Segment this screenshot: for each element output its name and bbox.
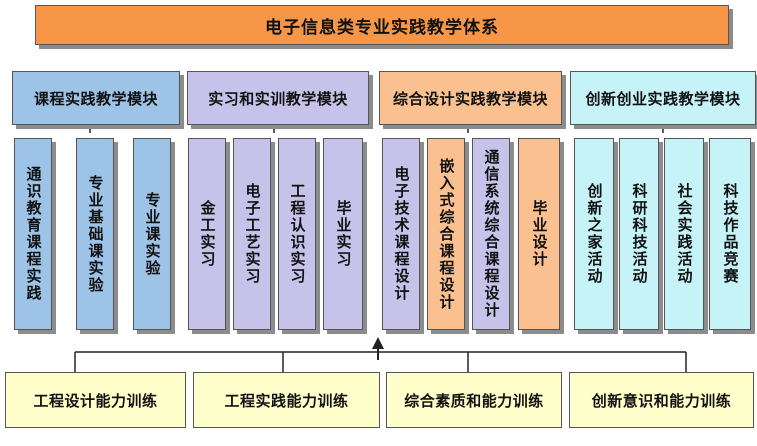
item-label: 通识教育课程实践 — [24, 166, 43, 302]
item-box: 通信系统综合课程设计 — [472, 138, 510, 330]
category-internship-training: 实习和实训教学模块 — [187, 71, 369, 125]
item-label: 毕业实习 — [334, 200, 353, 268]
item-label: 电子工艺实习 — [243, 183, 262, 285]
training-label: 综合素质和能力训练 — [404, 391, 544, 410]
item-label: 通信系统综合课程设计 — [482, 149, 501, 319]
item-box: 通识教育课程实践 — [14, 138, 52, 330]
training-box: 综合素质和能力训练 — [386, 372, 562, 428]
item-box: 毕业实习 — [323, 138, 363, 330]
category-label: 创新创业实践教学模块 — [585, 89, 741, 108]
training-label: 工程实践能力训练 — [224, 391, 349, 410]
item-label: 专业基础课实验 — [86, 174, 105, 294]
item-label: 科研科技活动 — [630, 183, 649, 285]
item-box: 专业课实验 — [133, 138, 171, 330]
item-box: 社会实践活动 — [664, 138, 704, 330]
system-title: 电子信息类专业实践教学体系 — [35, 5, 729, 45]
item-label: 嵌入式综合课程设计 — [437, 157, 456, 311]
training-box: 创新意识和能力训练 — [569, 372, 754, 428]
item-box: 科技作品竞赛 — [709, 138, 751, 330]
category-label: 课程实践教学模块 — [33, 89, 158, 108]
item-label: 专业课实验 — [143, 191, 162, 277]
item-box: 毕业设计 — [518, 138, 560, 330]
training-box: 工程实践能力训练 — [193, 372, 380, 428]
item-box: 工程认识实习 — [278, 138, 316, 330]
up-arrow-icon — [372, 337, 384, 349]
system-title-text: 电子信息类专业实践教学体系 — [265, 17, 499, 38]
category-label: 综合设计实践教学模块 — [392, 89, 548, 108]
item-box: 创新之家活动 — [574, 138, 614, 330]
item-label: 毕业设计 — [530, 200, 549, 268]
category-course-practice: 课程实践教学模块 — [12, 71, 180, 125]
item-box: 专业基础课实验 — [76, 138, 114, 330]
category-label: 实习和实训教学模块 — [208, 89, 348, 108]
training-label: 工程设计能力训练 — [33, 391, 158, 410]
category-innovation: 创新创业实践教学模块 — [570, 71, 756, 125]
item-box: 电子工艺实习 — [233, 138, 271, 330]
item-box: 电子技术课程设计 — [382, 138, 420, 330]
item-label: 社会实践活动 — [675, 183, 694, 285]
training-label: 创新意识和能力训练 — [591, 391, 732, 410]
item-box: 金工实习 — [188, 138, 226, 330]
item-box: 嵌入式综合课程设计 — [427, 138, 465, 330]
item-label: 电子技术课程设计 — [392, 166, 411, 302]
category-comprehensive-design: 综合设计实践教学模块 — [379, 71, 562, 125]
item-label: 创新之家活动 — [585, 183, 604, 285]
training-box: 工程设计能力训练 — [5, 372, 186, 428]
item-label: 工程认识实习 — [288, 183, 307, 285]
item-label: 科技作品竞赛 — [721, 183, 740, 285]
item-box: 科研科技活动 — [619, 138, 659, 330]
item-label: 金工实习 — [198, 200, 217, 268]
